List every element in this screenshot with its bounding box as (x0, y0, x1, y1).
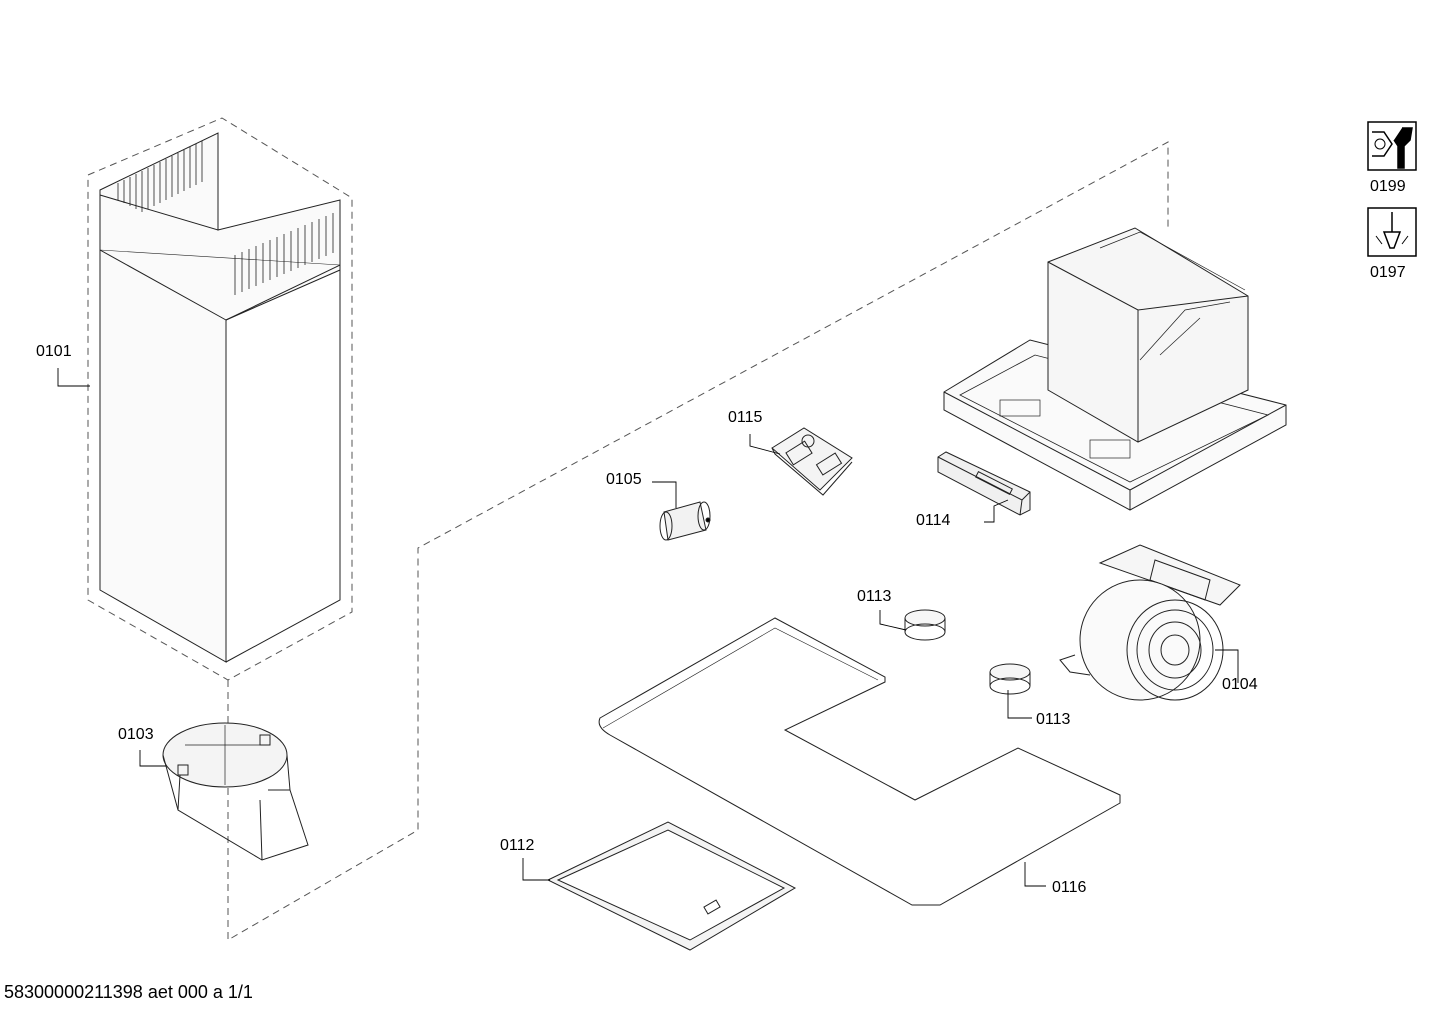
screwdriver-icon (1367, 207, 1417, 257)
tool-label-0197: 0197 (1370, 264, 1406, 281)
capacitor-part (659, 501, 711, 541)
damper-mount-lower (989, 663, 1031, 695)
main-housing-part (943, 227, 1287, 511)
control-panel-part (937, 451, 1031, 516)
chimney-duct-cover (99, 132, 341, 663)
label-0113-lower: 0113 (1036, 711, 1071, 728)
seal-part (598, 617, 1121, 906)
label-0103: 0103 (118, 726, 154, 743)
blower-motor-part (1059, 544, 1241, 701)
label-0104: 0104 (1222, 676, 1258, 693)
air-outlet-part (162, 722, 309, 861)
label-0113-upper: 0113 (857, 588, 892, 605)
grease-filter-part (546, 821, 797, 951)
wrench-icon (1367, 121, 1417, 171)
control-board-part (771, 427, 853, 496)
leader-lines (57, 368, 1239, 887)
label-0105: 0105 (606, 471, 642, 488)
label-0114: 0114 (916, 512, 951, 529)
document-footer: 58300000211398 aet 000 a 1/1 (4, 982, 253, 1002)
assembly-boundary (87, 117, 1169, 941)
label-0115: 0115 (728, 409, 763, 426)
label-0101: 0101 (36, 343, 72, 360)
damper-mount-upper (904, 609, 946, 641)
label-0112: 0112 (500, 837, 535, 854)
label-0116: 0116 (1052, 879, 1087, 896)
tool-label-0199: 0199 (1370, 178, 1406, 195)
